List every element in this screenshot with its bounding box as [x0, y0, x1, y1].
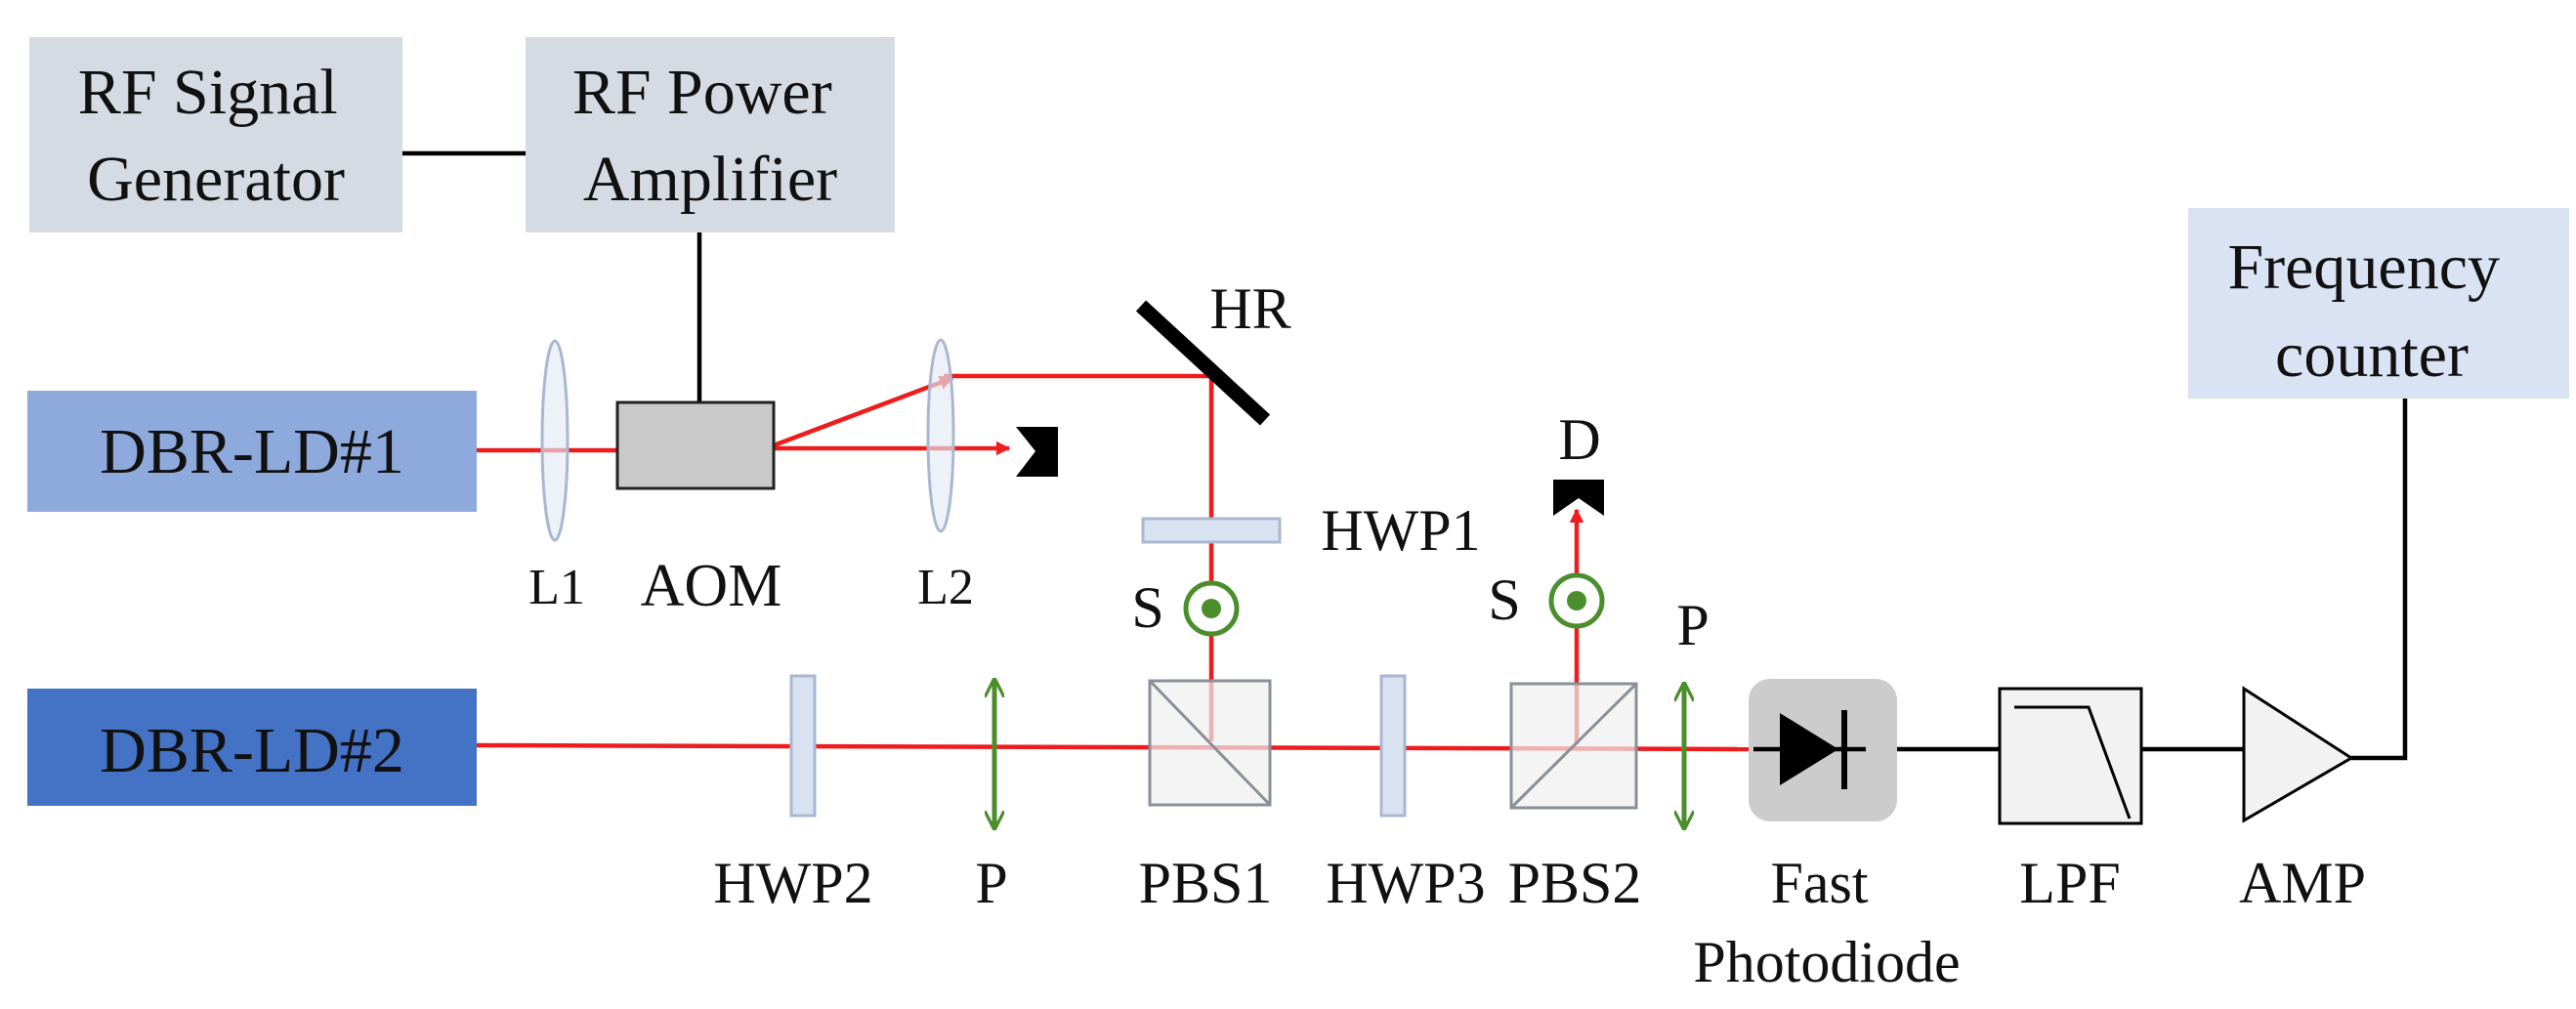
polarization-p-left: P — [975, 680, 1008, 915]
hr-mirror: HR — [1135, 276, 1291, 426]
beam-dump-d-label: D — [1558, 407, 1600, 472]
hwp2-waveplate: HWP2 — [713, 674, 873, 915]
rf-signal-generator-line2: Generator — [87, 144, 345, 215]
lpf-filter: LPF — [1998, 687, 2143, 915]
fast-photodiode-line1: Fast — [1770, 851, 1868, 915]
rf-power-amplifier-box: RF Power Amplifier — [526, 37, 895, 232]
polarization-p-right-label: P — [1676, 593, 1709, 657]
wire-amp-to-counter — [2351, 399, 2408, 761]
lens-l2: L2 — [917, 338, 974, 615]
beam-dump-d-icon — [1553, 480, 1604, 516]
polarization-p-left-label: P — [975, 851, 1007, 915]
polarization-s-left: S — [1131, 575, 1240, 640]
hwp3-label: HWP3 — [1326, 851, 1485, 915]
polarization-p-right: P — [1676, 593, 1710, 828]
amp-label: AMP — [2239, 851, 2366, 915]
pbs2-cube: PBS2 — [1508, 682, 1642, 915]
lens-l1-label: L1 — [528, 560, 585, 615]
hwp2-label: HWP2 — [713, 851, 872, 915]
rf-power-amplifier-line1: RF Power — [572, 57, 832, 128]
polarization-s-right: S — [1488, 568, 1605, 632]
rf-power-amplifier-line2: Amplifier — [583, 144, 837, 215]
hr-mirror-label: HR — [1209, 276, 1290, 341]
dbr-ld2-label: DBR-LD#2 — [100, 715, 404, 786]
dbr-ld2-box: DBR-LD#2 — [27, 689, 477, 806]
lens-l2-label: L2 — [917, 560, 974, 615]
fast-photodiode-label: Fast Photodiode — [1693, 851, 1960, 994]
aom-modulator: AOM — [615, 400, 782, 619]
beam-aom-first-order — [773, 375, 954, 448]
lpf-response-icon — [2014, 705, 2132, 820]
hwp1-label: HWP1 — [1321, 498, 1480, 563]
svg-text:RF Signal Generator: RF Signal Generator — [78, 57, 354, 215]
pbs1-label: PBS1 — [1139, 851, 1273, 915]
rf-signal-generator-line1: RF Signal — [78, 57, 338, 128]
pbs1-cube: PBS1 — [1139, 679, 1273, 915]
frequency-counter-box: Frequency counter — [2188, 208, 2569, 399]
lens-l1: L1 — [528, 339, 585, 615]
amp-amplifier: AMP — [2239, 686, 2366, 915]
beam-dump-aom-icon — [1016, 427, 1058, 477]
dbr-ld1-label: DBR-LD#1 — [100, 416, 404, 487]
fast-photodiode: Fast Photodiode — [1693, 679, 1961, 994]
fast-photodiode-line2: Photodiode — [1693, 930, 1960, 994]
hwp1-waveplate: HWP1 — [1141, 498, 1481, 563]
svg-text:RF Power Amplifier: RF Power Amplifier — [572, 57, 848, 215]
lpf-label: LPF — [2019, 851, 2120, 915]
beam-dump-d: D — [1553, 407, 1604, 516]
polarization-s-left-label: S — [1131, 575, 1163, 640]
rf-signal-generator-box: RF Signal Generator — [29, 37, 402, 232]
svg-text:Frequency counter: Frequency counter — [2227, 231, 2515, 391]
photodiode-icon — [1780, 713, 1838, 785]
polarization-s-right-label: S — [1488, 568, 1520, 632]
dbr-ld1-box: DBR-LD#1 — [27, 391, 477, 512]
frequency-counter-line2: counter — [2275, 319, 2469, 391]
hwp3-waveplate: HWP3 — [1326, 674, 1486, 915]
aom-label: AOM — [641, 553, 782, 619]
frequency-counter-line1: Frequency — [2227, 231, 2500, 303]
amplifier-triangle-icon — [2242, 686, 2354, 823]
pbs2-label: PBS2 — [1508, 851, 1642, 915]
